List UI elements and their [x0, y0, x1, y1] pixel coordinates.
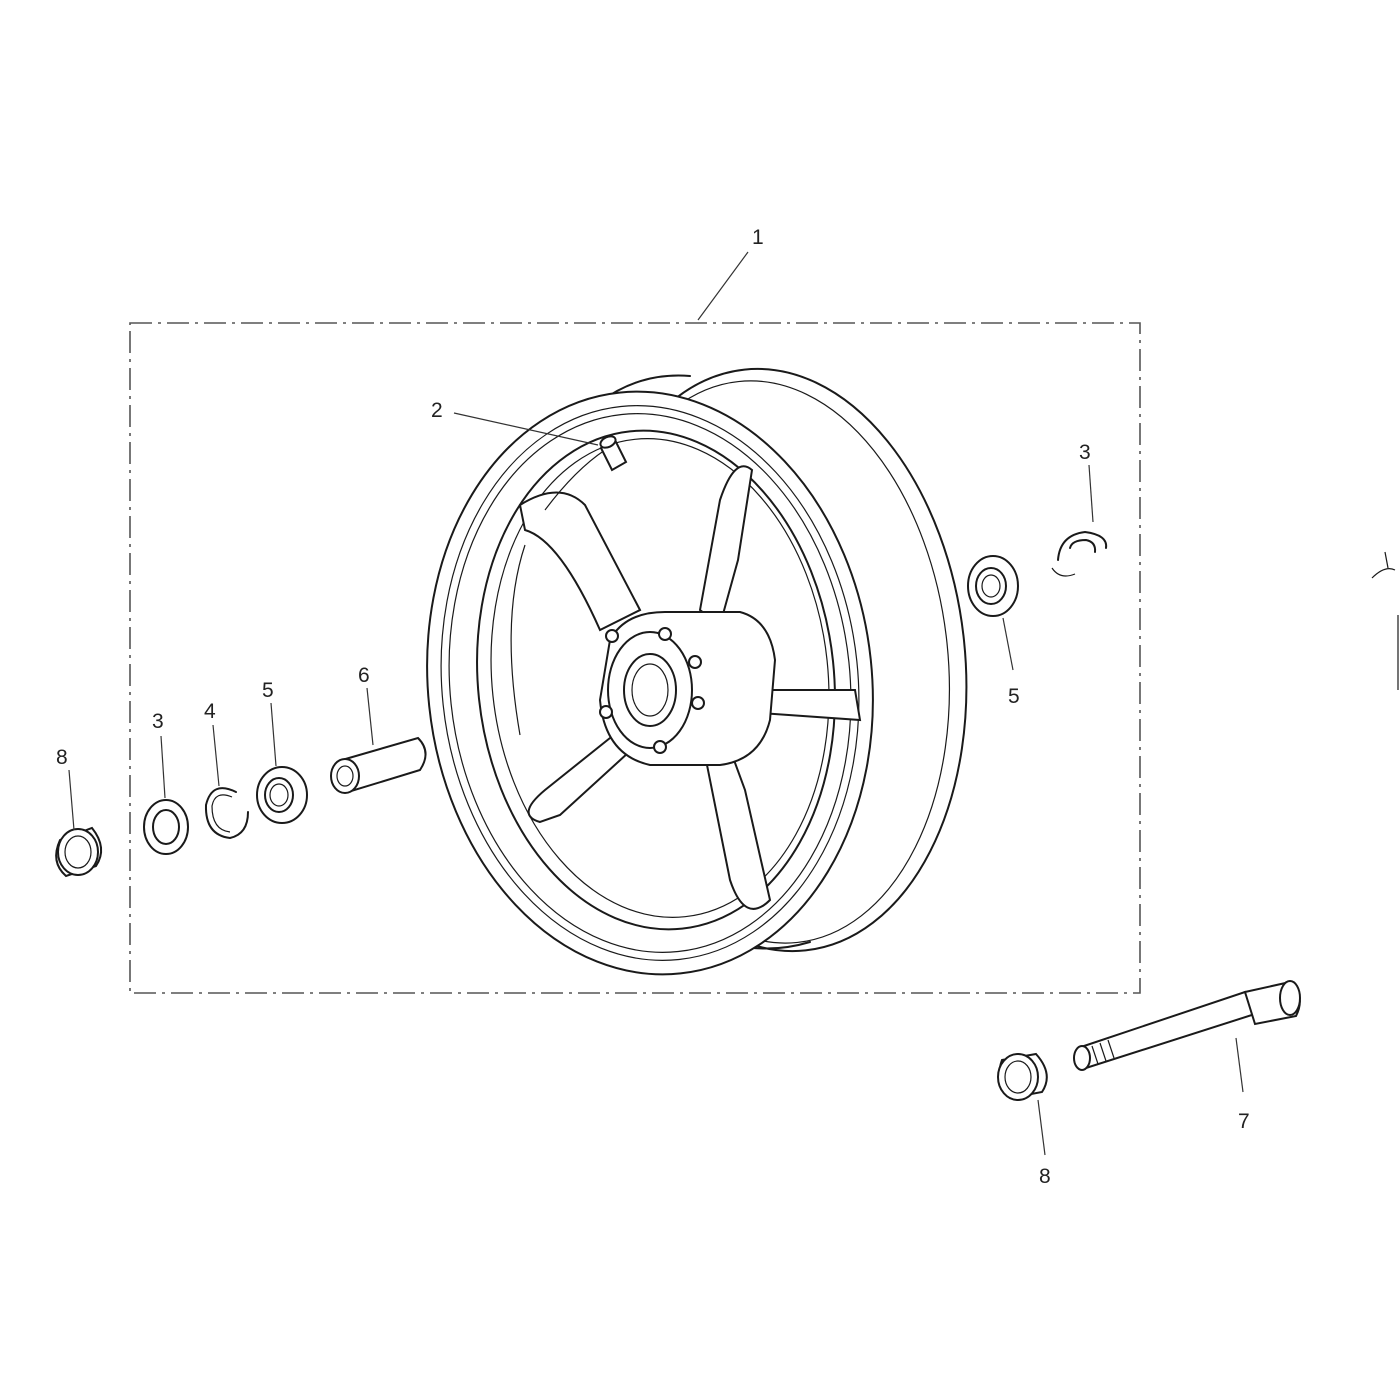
callout-8-right: 8: [1039, 1165, 1051, 1188]
edge-fragment: [1371, 551, 1399, 690]
tyre-valve: [599, 435, 628, 472]
callout-1: 1: [752, 226, 764, 249]
bearing-right: [967, 555, 1019, 617]
front-wheel: [426, 367, 968, 976]
wheel-spokes: [510, 449, 862, 910]
assembly-boundary-frame: [129, 322, 1141, 994]
callout-3-left: 3: [152, 710, 164, 733]
wheel-hub: [598, 611, 777, 766]
callout-6: 6: [358, 664, 370, 687]
seal-right: [1051, 531, 1108, 577]
spacer-right: [997, 1052, 1048, 1101]
distance-tube: [330, 736, 427, 794]
leader-lines: [68, 251, 1244, 1156]
callout-5-left: 5: [262, 679, 274, 702]
callout-5-right: 5: [1008, 685, 1020, 708]
bearing-left: [256, 766, 308, 824]
callout-3-right: 3: [1079, 441, 1091, 464]
wheel-spindle: [1073, 980, 1301, 1071]
seal-left: [143, 799, 189, 855]
spacer-left: [55, 826, 103, 878]
circlip: [204, 787, 249, 839]
callout-4: 4: [204, 700, 216, 723]
callout-2: 2: [431, 399, 443, 422]
callout-7: 7: [1238, 1110, 1250, 1133]
callout-8-left: 8: [56, 746, 68, 769]
